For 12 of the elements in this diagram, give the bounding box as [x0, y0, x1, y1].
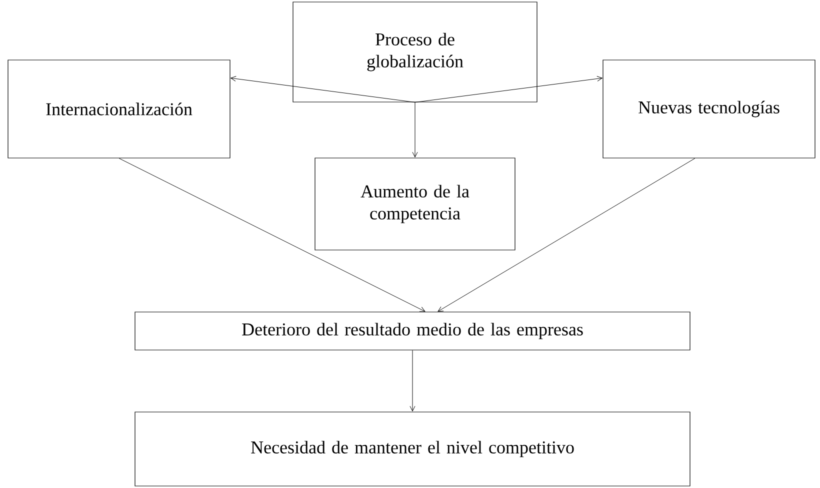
arrow [230, 76, 416, 103]
process-box: Necesidad de mantener el nivel competitivo [134, 412, 690, 486]
process-box: Aumento de la competencia [314, 158, 516, 250]
arrow [414, 76, 602, 103]
arrow [412, 102, 418, 158]
arrow [410, 350, 416, 412]
process-box: Deterioro del resultado medio de las empresas [134, 312, 690, 350]
arrow [438, 158, 696, 312]
process-box: Proceso de globalización [292, 2, 538, 102]
process-box: Nuevas tecnologías [602, 60, 816, 158]
arrow [118, 158, 426, 312]
process-box: Internacionalización [8, 60, 230, 158]
